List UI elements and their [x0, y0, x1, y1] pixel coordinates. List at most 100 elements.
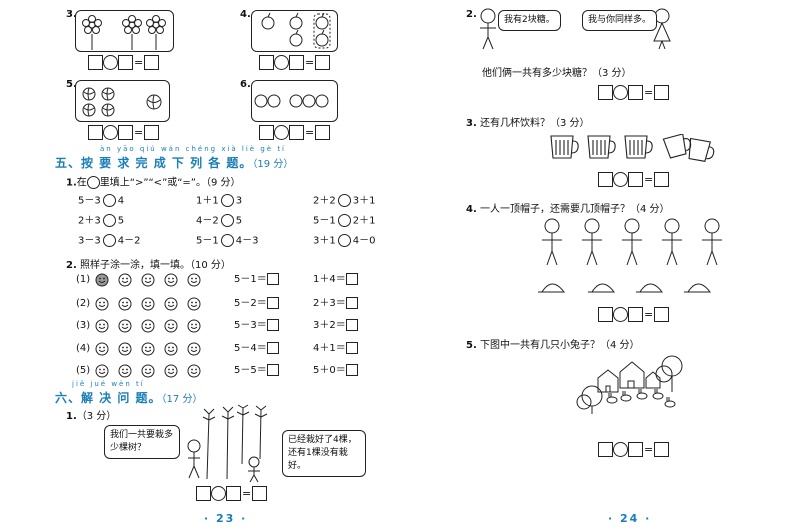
smiley-face-icon[interactable]: [187, 273, 201, 287]
compare-circle[interactable]: [102, 234, 116, 247]
smiley-face-icon[interactable]: [141, 273, 155, 287]
answer-box[interactable]: [628, 172, 643, 187]
addition-fill: 3＋2＝: [313, 319, 358, 333]
operator-circle[interactable]: [613, 442, 628, 457]
expression: 3＋2＝: [313, 320, 346, 331]
rabbits-scene-illustration: [576, 355, 683, 414]
answer-box[interactable]: [289, 55, 304, 70]
smiley-face-icon[interactable]: [141, 364, 155, 378]
operator-circle[interactable]: [613, 307, 628, 322]
compare-circle[interactable]: [337, 214, 351, 227]
answer-box[interactable]: [345, 342, 358, 354]
smiley-face-icon[interactable]: [95, 273, 109, 287]
answer-box[interactable]: [598, 85, 613, 100]
answer-box[interactable]: [654, 85, 670, 100]
prompt-text: 还有几杯饮料？（3 分）: [479, 118, 590, 129]
operator-circle[interactable]: [211, 486, 226, 501]
answer-box[interactable]: [628, 307, 643, 322]
compare-circle[interactable]: [337, 194, 351, 207]
page-number: · 23 ·: [204, 512, 248, 525]
smiley-face-icon[interactable]: [141, 342, 155, 356]
answer-box[interactable]: [628, 442, 643, 457]
rabbit-icon: [652, 389, 664, 400]
answer-box[interactable]: [118, 125, 133, 140]
smiley-face-icon[interactable]: [95, 364, 109, 378]
answer-box[interactable]: [266, 319, 279, 331]
smiley-face-icon[interactable]: [141, 297, 155, 311]
compare-circle[interactable]: [102, 214, 116, 227]
answer-box[interactable]: [598, 307, 613, 322]
question-number: 4.: [240, 9, 251, 20]
smiley-face-icon[interactable]: [141, 319, 155, 333]
answer-box[interactable]: [259, 125, 274, 140]
operator-circle[interactable]: [274, 125, 289, 140]
smiley-face-icon[interactable]: [164, 364, 178, 378]
operator-circle[interactable]: [103, 55, 118, 70]
answer-box[interactable]: [289, 125, 304, 140]
answer-box[interactable]: [226, 486, 241, 501]
answer-box[interactable]: [266, 364, 279, 376]
answer-box[interactable]: [345, 273, 358, 285]
smiley-face-icon[interactable]: [118, 364, 132, 378]
smiley-face-icon[interactable]: [95, 342, 109, 356]
answer-box[interactable]: [88, 125, 103, 140]
answer-box[interactable]: [315, 125, 331, 140]
answer-box[interactable]: [144, 55, 160, 70]
answer-box[interactable]: [598, 442, 613, 457]
smiley-face-icon[interactable]: [95, 319, 109, 333]
answer-box[interactable]: [266, 342, 279, 354]
compare-circle[interactable]: [337, 234, 351, 247]
operator-circle[interactable]: [274, 55, 289, 70]
answer-box[interactable]: [315, 55, 331, 70]
equation-blanks: =: [88, 55, 160, 71]
smiley-face-icon[interactable]: [164, 297, 178, 311]
smiley-face-icon[interactable]: [164, 273, 178, 287]
answer-box[interactable]: [654, 172, 670, 187]
smiley-face-icon[interactable]: [187, 297, 201, 311]
answer-box[interactable]: [144, 125, 160, 140]
expression: 1＋4＝: [313, 274, 346, 285]
smiley-face-icon[interactable]: [118, 319, 132, 333]
answer-box[interactable]: [345, 319, 358, 331]
answer-box[interactable]: [266, 273, 279, 285]
rabbit-icon: [664, 397, 676, 408]
compare-circle[interactable]: [220, 214, 234, 227]
answer-box[interactable]: [628, 85, 643, 100]
answer-box[interactable]: [259, 55, 274, 70]
answer-box[interactable]: [266, 297, 279, 309]
smiley-face-icon[interactable]: [164, 342, 178, 356]
smiley-face-icon[interactable]: [187, 342, 201, 356]
answer-box[interactable]: [345, 364, 358, 376]
expression: 5－2＝: [234, 298, 267, 309]
smiley-face-icon[interactable]: [118, 297, 132, 311]
boy-figure-icon: [480, 8, 496, 50]
left-expression: 5－3: [78, 195, 101, 207]
smiley-face-icon[interactable]: [95, 297, 109, 311]
answer-box[interactable]: [345, 297, 358, 309]
answer-box[interactable]: [654, 442, 670, 457]
answer-box[interactable]: [252, 486, 268, 501]
smiley-face-icon[interactable]: [118, 342, 132, 356]
compare-circle[interactable]: [220, 234, 234, 247]
smiley-face-icon[interactable]: [187, 364, 201, 378]
smiley-face-icon[interactable]: [187, 319, 201, 333]
apple-picture-box: [251, 10, 338, 52]
compare-circle[interactable]: [102, 194, 116, 207]
smiley-face-icon[interactable]: [164, 319, 178, 333]
compare-circle[interactable]: [220, 194, 234, 207]
equation-blanks: =: [598, 307, 670, 323]
answer-box[interactable]: [88, 55, 103, 70]
smiley-face-icon[interactable]: [118, 273, 132, 287]
operator-circle[interactable]: [613, 85, 628, 100]
answer-box[interactable]: [654, 307, 670, 322]
answer-box[interactable]: [118, 55, 133, 70]
operator-circle[interactable]: [103, 125, 118, 140]
prompt-text: （3 分）: [76, 411, 117, 422]
operator-circle[interactable]: [613, 172, 628, 187]
answer-box[interactable]: [598, 172, 613, 187]
answer-box[interactable]: [196, 486, 211, 501]
